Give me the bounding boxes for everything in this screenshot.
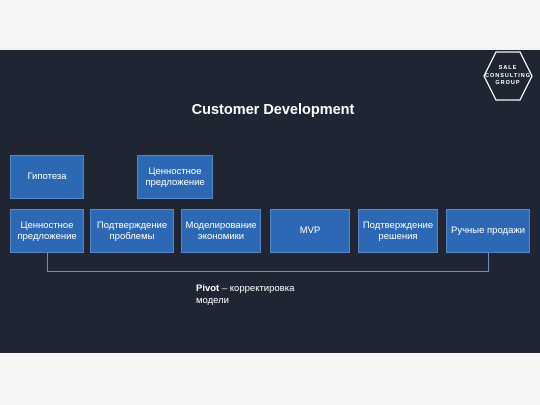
logo-line-3: GROUP	[495, 80, 521, 86]
pivot-connector-bracket	[47, 252, 489, 272]
step-box-solution-validation: Подтверждение решения	[358, 209, 438, 253]
hexagon-logo-icon	[483, 51, 533, 101]
step-box-value-proposition: Ценностное предложение	[10, 209, 84, 253]
slide-title: Customer Development	[191, 102, 355, 118]
company-logo: SALE CONSULTING GROUP	[482, 50, 534, 102]
step-box-economics-modeling: Моделирование экономики	[181, 209, 261, 253]
top-box-value-proposition: Ценностное предложение	[137, 155, 213, 199]
step-box-problem-validation: Подтверждение проблемы	[90, 209, 174, 253]
logo-line-1: SALE	[498, 65, 518, 71]
pivot-term: Pivot	[196, 283, 220, 294]
top-box-hypothesis: Гипотеза	[10, 155, 84, 199]
pivot-description: – корректировка модели	[196, 283, 295, 306]
step-box-manual-sales: Ручные продажи	[446, 209, 530, 253]
slide-background	[0, 50, 540, 353]
logo-line-2: CONSULTING	[485, 72, 531, 79]
pivot-caption: Pivot – корректировка модели	[196, 283, 316, 307]
step-box-mvp: MVP	[270, 209, 350, 253]
logo-text: SALE CONSULTING GROUP	[482, 65, 534, 88]
